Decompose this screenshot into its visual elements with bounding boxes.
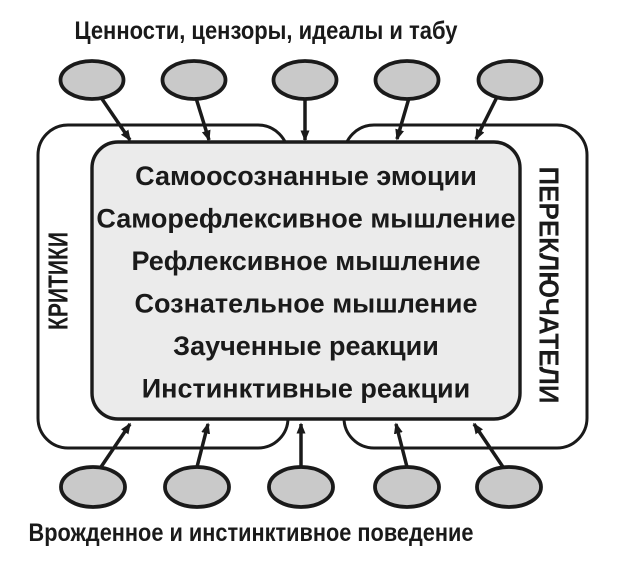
top-value-nodes — [58, 59, 544, 101]
bottom-arrow-4 — [393, 422, 409, 468]
bottom-instinct-nodes — [59, 465, 543, 509]
bottom-node-ellipse-4 — [373, 465, 441, 509]
top-arrow-4 — [395, 97, 411, 141]
bottom-node-ellipse-1 — [59, 465, 127, 509]
top-node-ellipse-1 — [58, 59, 126, 101]
bottom-node-ellipse-5 — [475, 465, 543, 509]
bottom-node-ellipse-2 — [163, 465, 231, 509]
level-conscious-thinking: Сознательное мышление — [135, 289, 478, 319]
bottom-arrow-2 — [195, 422, 211, 468]
top-arrow-2 — [194, 97, 211, 142]
top-node-ellipse-4 — [373, 59, 441, 101]
top-caption: Ценности, цензоры, идеалы и табу — [75, 17, 458, 45]
level-reflective-thinking: Рефлексивное мышление — [131, 246, 480, 276]
level-labels: Самоосознанные эмоции Саморефлексивное м… — [96, 161, 515, 404]
levels-box — [90, 140, 522, 421]
level-self-reflective-thinking: Саморефлексивное мышление — [96, 204, 515, 234]
top-arrow-5 — [474, 94, 500, 141]
bottom-node-ellipse-3 — [267, 465, 335, 509]
top-arrow-1 — [98, 95, 132, 142]
bottom-arrow-1 — [99, 422, 132, 468]
selectors-label: ПЕРЕКЛЮЧАТЕЛИ — [534, 167, 565, 404]
bottom-caption: Врожденное и инстинктивное поведение — [29, 519, 474, 547]
top-node-ellipse-3 — [271, 59, 339, 101]
level-instinctive-reactions: Инстинктивные реакции — [142, 374, 471, 404]
level-learned-reactions: Заученные реакции — [173, 331, 439, 361]
critics-label: КРИТИКИ — [43, 232, 74, 330]
top-arrows — [98, 94, 500, 142]
top-node-ellipse-2 — [160, 59, 228, 101]
bottom-arrows — [99, 422, 505, 468]
bottom-arrow-5 — [472, 422, 505, 468]
level-self-conscious-emotions: Самоосознанные эмоции — [135, 161, 477, 191]
top-node-ellipse-5 — [476, 59, 544, 101]
